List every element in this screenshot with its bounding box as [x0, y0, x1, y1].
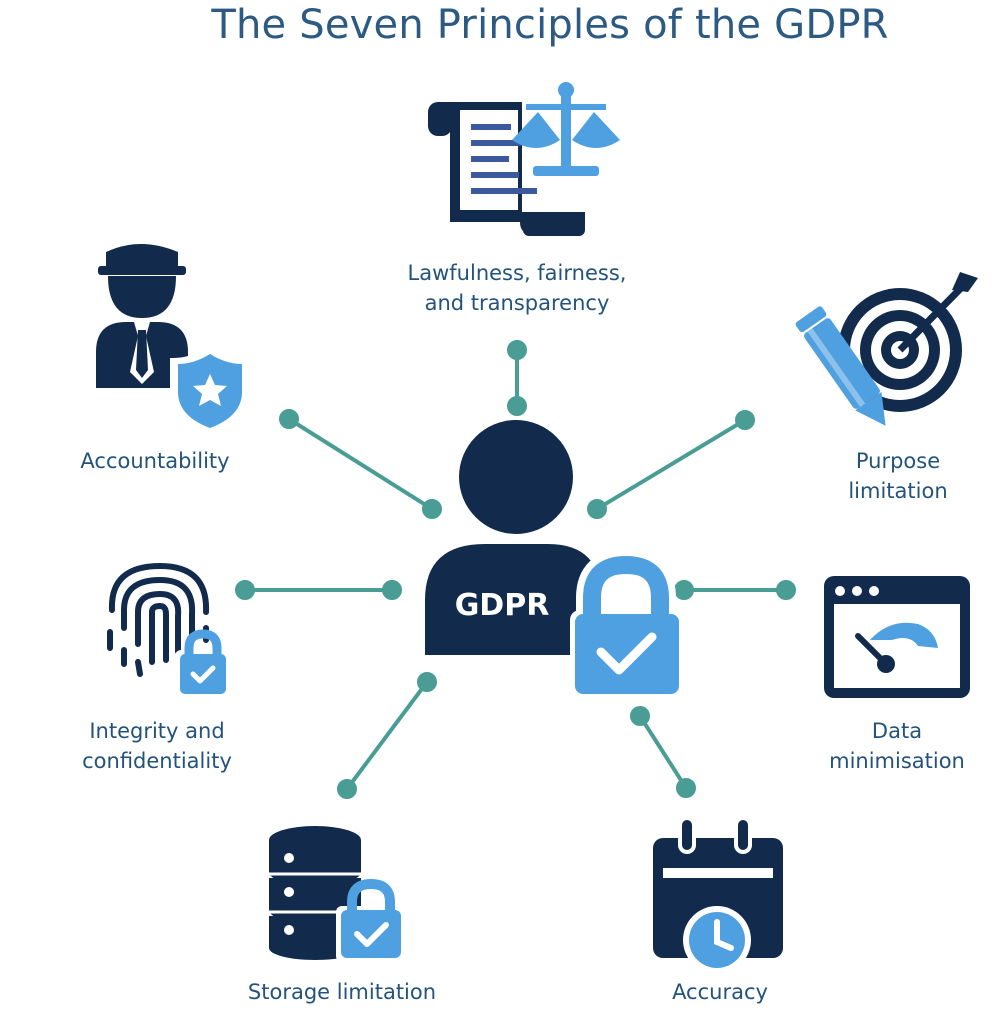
principle-data-minimisation: Data minimisation — [812, 716, 982, 776]
lock-check-icon — [570, 548, 684, 698]
connectors — [235, 340, 796, 799]
connector-accuracy — [630, 706, 696, 798]
principle-accountability-line1: Accountability — [80, 449, 230, 473]
principle-integrity-line2: confidentiality — [82, 749, 232, 773]
connector-purpose — [587, 410, 755, 519]
principle-lawfulness-line1: Lawfulness, fairness, — [407, 261, 627, 285]
principle-integrity-line1: Integrity and — [89, 719, 225, 743]
principle-lawfulness-line2: and transparency — [424, 291, 610, 315]
small-lock-icon — [175, 629, 231, 698]
principle-purpose-limitation: Purpose limitation — [818, 446, 978, 506]
connector-data-minimisation — [674, 580, 796, 600]
principle-accountability: Accountability — [60, 446, 250, 476]
principle-data-line2: minimisation — [829, 749, 965, 773]
principle-accuracy-line1: Accuracy — [672, 980, 768, 1004]
principle-storage-limitation: Storage limitation — [222, 977, 462, 1007]
target-pencil-icon — [795, 272, 978, 426]
principle-data-line1: Data — [871, 719, 923, 743]
fingerprint-lock-icon — [107, 562, 210, 677]
gdpr-center-label: GDPR — [454, 588, 550, 623]
principle-lawfulness: Lawfulness, fairness, and transparency — [392, 258, 642, 318]
page-title: The Seven Principles of the GDPR — [211, 2, 889, 48]
principle-storage-line1: Storage limitation — [247, 980, 437, 1004]
principle-accuracy: Accuracy — [640, 977, 800, 1007]
connector-lawfulness — [507, 340, 527, 416]
database-lock-icon — [269, 826, 406, 962]
principle-purpose-line2: limitation — [848, 479, 948, 503]
connector-integrity — [235, 580, 402, 600]
principle-integrity: Integrity and confidentiality — [62, 716, 252, 776]
connector-accountability — [279, 409, 442, 519]
calendar-clock-icon — [653, 816, 783, 974]
gdpr-person-icon — [425, 420, 602, 655]
browser-gauge-icon — [824, 576, 970, 698]
principle-purpose-line1: Purpose — [855, 449, 941, 473]
officer-shield-icon — [96, 244, 250, 437]
connector-storage — [337, 672, 437, 799]
scroll-scales-icon — [428, 82, 620, 236]
